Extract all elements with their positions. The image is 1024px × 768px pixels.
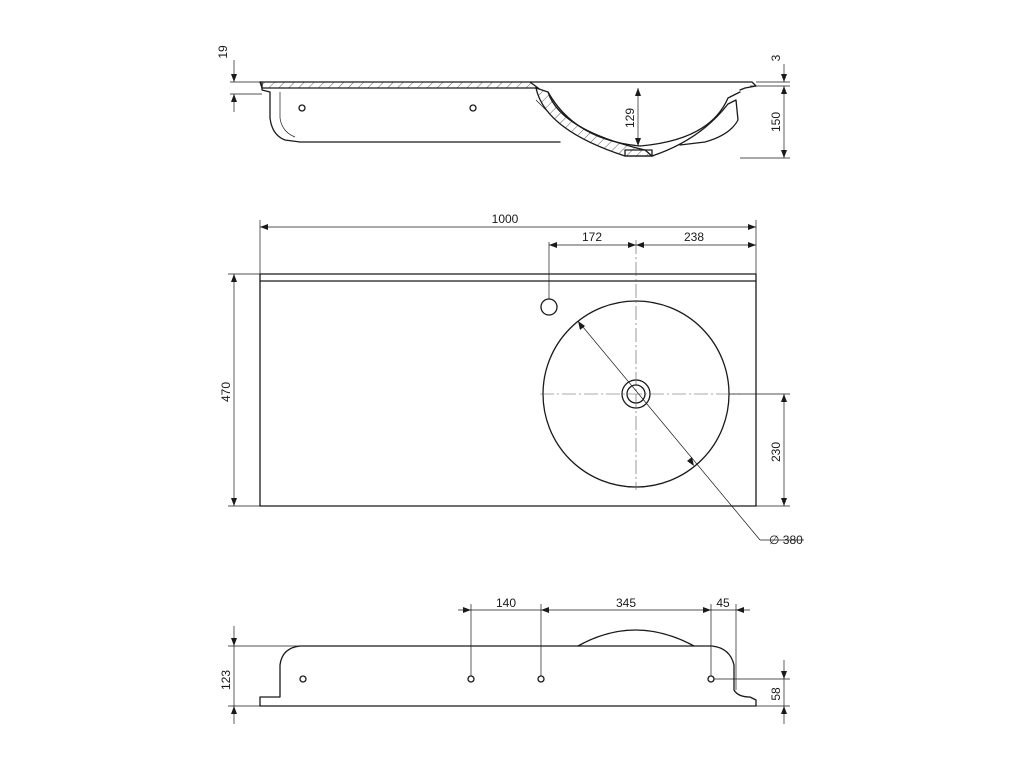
section-apron <box>261 81 561 143</box>
plan-tap-hole <box>540 298 558 316</box>
section-drain <box>624 149 653 157</box>
section-hole-2 <box>469 104 477 112</box>
dim-bowl-diameter: ∅ 380 <box>769 533 803 547</box>
section-apron-inner <box>279 92 296 138</box>
dim-width: 1000 <box>492 212 519 226</box>
dim-bracket-spacing: 140 <box>496 596 516 610</box>
dim-center-to-edge: 238 <box>684 230 704 244</box>
dim-depth: 470 <box>219 382 233 402</box>
section-slab <box>259 81 540 89</box>
section-view: 19 3 150 129 <box>216 45 790 159</box>
dim-overall-height: 150 <box>769 112 783 132</box>
dim-hole-height: 58 <box>769 687 783 701</box>
dim-basin-depth: 129 <box>623 108 637 128</box>
dim-top-offset: 3 <box>769 54 783 61</box>
front-hole-3 <box>537 675 545 683</box>
plan-countertop <box>259 273 757 507</box>
section-hole-1 <box>298 104 306 112</box>
section-top-edge <box>529 81 757 91</box>
section-basin-wall <box>535 87 654 157</box>
front-hole-4 <box>707 675 715 683</box>
dim-tap-to-center: 172 <box>582 230 602 244</box>
dim-rim-thickness: 19 <box>216 45 230 59</box>
section-bracket <box>535 99 549 113</box>
dim-front-height: 123 <box>219 670 233 690</box>
front-hole-2 <box>467 675 475 683</box>
front-hole-1 <box>299 675 307 683</box>
section-basin-outer <box>651 99 739 157</box>
dim-end-offset: 45 <box>716 596 730 610</box>
front-view: 140 345 45 123 58 <box>219 596 790 724</box>
plan-view: 1000 172 238 470 230 ∅ 380 <box>219 212 804 547</box>
dim-bracket-span: 345 <box>616 596 636 610</box>
front-basin <box>577 629 695 647</box>
section-basin-inner <box>547 91 741 147</box>
dim-center-from-front: 230 <box>769 442 783 462</box>
front-outline <box>259 645 757 707</box>
